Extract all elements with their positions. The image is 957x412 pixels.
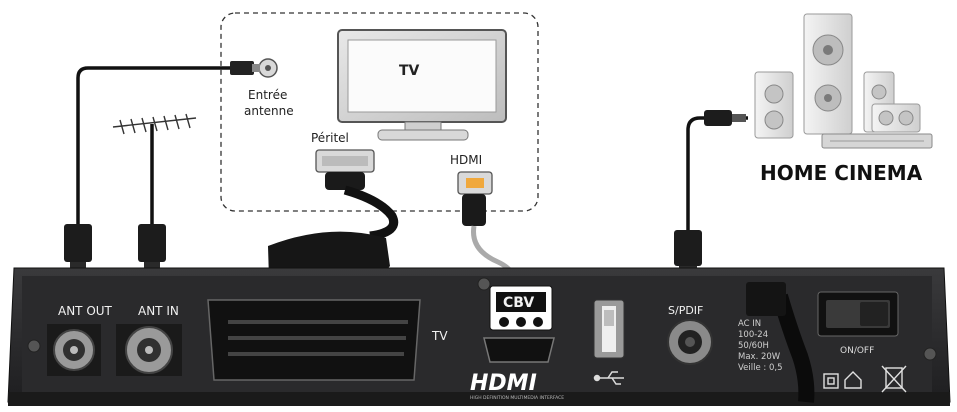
- hdmi-plug-tv: [457, 171, 493, 226]
- power-rating-line: 100-24: [738, 330, 769, 340]
- power-switch: [817, 291, 899, 337]
- power-rating-line: Veille : 0,5: [738, 363, 783, 373]
- screw-icon: [923, 347, 937, 361]
- ant-out-socket: [47, 324, 101, 376]
- antenna-input-label-line2: antenne: [244, 104, 294, 118]
- home-cinema-label: HOME CINEMA: [760, 161, 923, 185]
- double-insulation-icon: [823, 373, 839, 389]
- antenna-input-label-line1: Entrée: [248, 88, 288, 102]
- scart-socket: [207, 299, 421, 381]
- hdmi-label: HDMI: [450, 153, 483, 167]
- tv-port-label: TV: [432, 329, 448, 343]
- cable-spdif: [686, 116, 748, 232]
- indoor-use-icon: [844, 371, 862, 389]
- hdmi-logo-text: HDMI: [470, 371, 537, 396]
- peritel-label: Péritel: [311, 131, 349, 145]
- cable-ant-out: [76, 66, 253, 228]
- tv-label: TV: [399, 63, 420, 79]
- spdif-socket: [667, 319, 713, 365]
- screw-icon: [27, 339, 41, 353]
- hdmi-logo-subtitle: HIGH DEFINITION MULTIMEDIA INTERFACE: [470, 395, 564, 401]
- weee-bin-icon: [881, 365, 907, 393]
- ant-in-socket: [116, 324, 182, 376]
- power-rating-line: 50/60H: [738, 341, 769, 351]
- hdmi-socket: [483, 337, 555, 363]
- tv-antenna-socket: [258, 58, 278, 78]
- hdmi-logo: HDMI HIGH DEFINITION MULTIMEDIA INTERFAC…: [470, 371, 564, 401]
- power-rating-line: AC IN: [738, 319, 762, 329]
- tv-set: [337, 29, 507, 141]
- screw-icon: [477, 277, 491, 291]
- usb-socket: [593, 299, 625, 359]
- usb-icon: [593, 371, 624, 385]
- power-rating-line: Max. 20W: [738, 352, 781, 362]
- ant-out-label: ANT OUT: [58, 304, 112, 318]
- cbv-logo-text: CBV: [503, 295, 535, 311]
- tv-area-frame: [220, 12, 539, 212]
- on-off-label: ON/OFF: [840, 346, 875, 356]
- cbv-logo: [489, 285, 553, 331]
- power-cord: [746, 282, 815, 403]
- ant-in-label: ANT IN: [138, 304, 179, 318]
- home-cinema-speakers: [754, 13, 933, 149]
- optical-plug-home-cinema: [704, 110, 746, 126]
- scart-plug-tv: [315, 149, 375, 190]
- spdif-label: S/PDIF: [668, 304, 704, 317]
- cable-scart: [343, 185, 399, 241]
- roof-antenna-icon: [112, 113, 197, 230]
- coax-plug-tv: [230, 61, 260, 75]
